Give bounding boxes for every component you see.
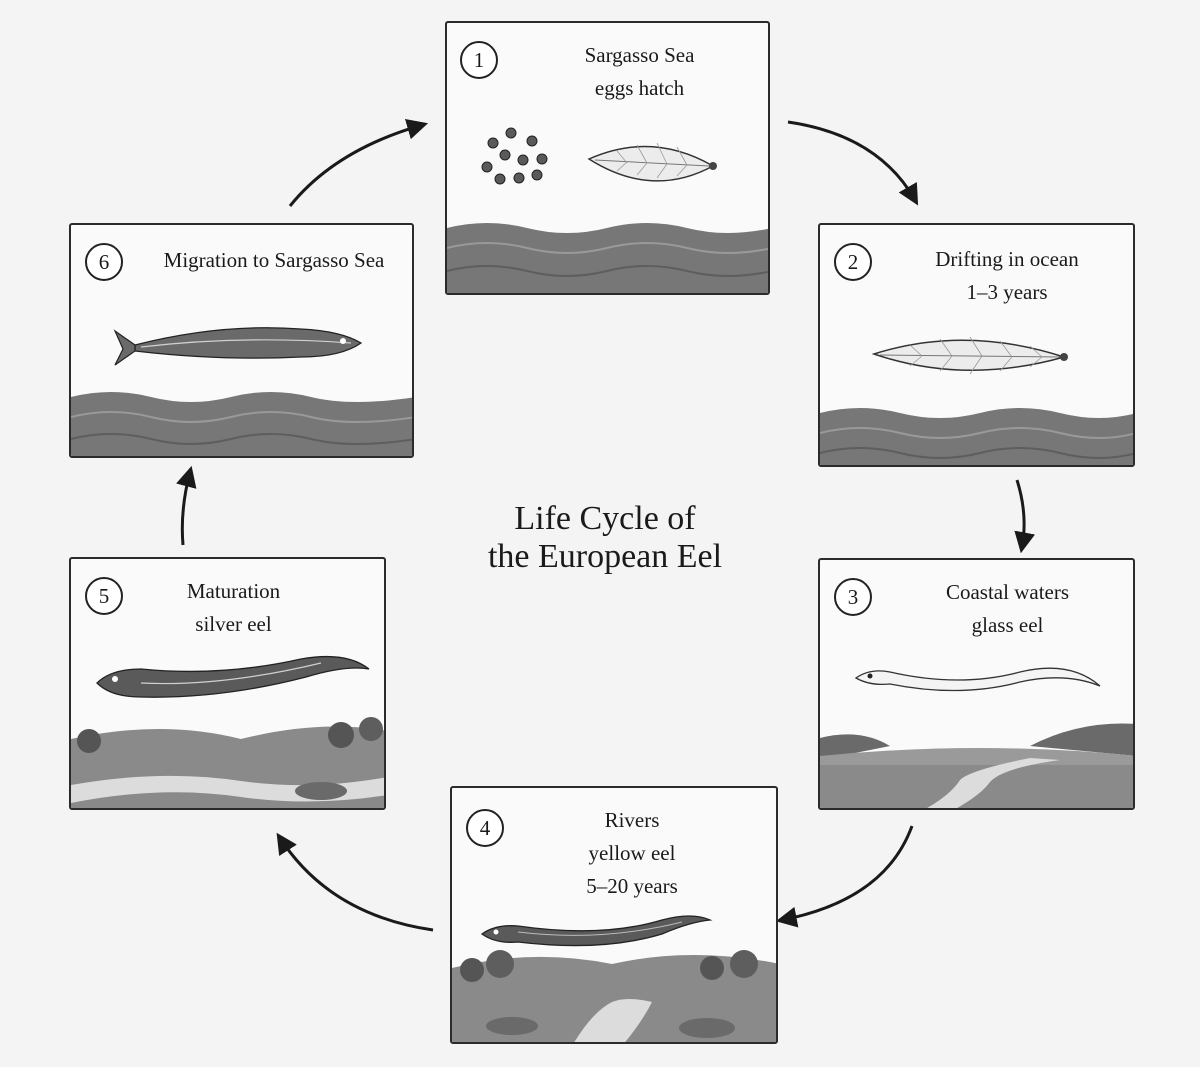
stage-label: Migration to Sargasso Sea (139, 244, 409, 277)
stage-label-line-2: yellow eel (588, 841, 676, 865)
stage-label: Sargasso Sea eggs hatch (517, 39, 762, 105)
stage-label-line-2: silver eel (195, 612, 272, 636)
stage-label-line-2: 1–3 years (966, 280, 1048, 304)
estuary-landscape (820, 723, 1133, 808)
stage-label-line-2: eggs hatch (594, 76, 685, 100)
arrow-6-to-1 (288, 118, 429, 207)
glass-eel (854, 667, 1101, 692)
ocean-water (71, 392, 412, 456)
arrow-3-to-4 (775, 825, 914, 928)
migration-ocean-scene (71, 327, 412, 456)
stage-label-line-3: 5–20 years (586, 874, 678, 898)
arrow-4-to-5 (276, 832, 434, 932)
stage-panel-sargasso-sea: 1 Sargasso Sea eggs hatch (445, 21, 770, 295)
stage-label-line-1: Rivers (604, 808, 660, 832)
stage-panel-rivers: 4 Rivers yellow eel 5–20 years (450, 786, 778, 1044)
stage-label-line-2: glass eel (971, 613, 1044, 637)
arrow-2-to-3 (1014, 479, 1036, 554)
stage-panel-drifting-in-ocean: 2 Drifting in ocean 1–3 years (818, 223, 1135, 467)
arrow-5-to-6 (176, 465, 197, 546)
stage-label: Maturation silver eel (131, 575, 336, 641)
stage-number-badge: 4 (466, 809, 504, 847)
stage-number-badge: 5 (85, 577, 123, 615)
river-landscape (452, 950, 776, 1042)
title-line-1: Life Cycle of (514, 500, 696, 537)
ocean-water (447, 223, 768, 293)
stage-label: Rivers yellow eel 5–20 years (512, 804, 752, 903)
stage-number-badge: 3 (834, 578, 872, 616)
leptocephalus-larva (587, 142, 717, 182)
silver-eel (96, 655, 370, 698)
stage-label-line-1: Coastal waters (945, 580, 1070, 604)
title-line-2: the European Eel (487, 538, 723, 575)
stage-number-badge: 1 (460, 41, 498, 79)
stage-panel-coastal-waters: 3 Coastal waters glass eel (818, 558, 1135, 810)
drifting-larva-scene (820, 336, 1133, 465)
yellow-eel (480, 915, 713, 947)
stage-label: Coastal waters glass eel (885, 576, 1130, 642)
ocean-water (820, 408, 1133, 465)
arrow-1-to-2 (787, 120, 919, 206)
maturation-river-scene (71, 655, 384, 808)
stage-label-line-1: Sargasso Sea (584, 43, 695, 67)
stage-panel-maturation: 5 Maturation silver eel (69, 557, 386, 810)
stage-label-line-1: Maturation (186, 579, 281, 603)
estuary-scene (820, 667, 1133, 808)
migrating-eel (113, 327, 363, 366)
stage-label-line-1: Drifting in ocean (935, 247, 1079, 271)
leptocephalus-larva (871, 336, 1068, 375)
stage-number-badge: 6 (85, 243, 123, 281)
river-landscape (71, 717, 384, 808)
diagram-title: Life Cycle of the European Eel (400, 500, 810, 576)
stage-label-line-1: Migration to Sargasso Sea (163, 248, 385, 272)
ocean-egg-scene (447, 127, 768, 293)
stage-label: Drifting in ocean 1–3 years (882, 243, 1132, 309)
river-scene (452, 915, 776, 1042)
egg-cluster (481, 127, 548, 185)
stage-number-badge: 2 (834, 243, 872, 281)
stage-panel-migration: 6 Migration to Sargasso Sea (69, 223, 414, 458)
